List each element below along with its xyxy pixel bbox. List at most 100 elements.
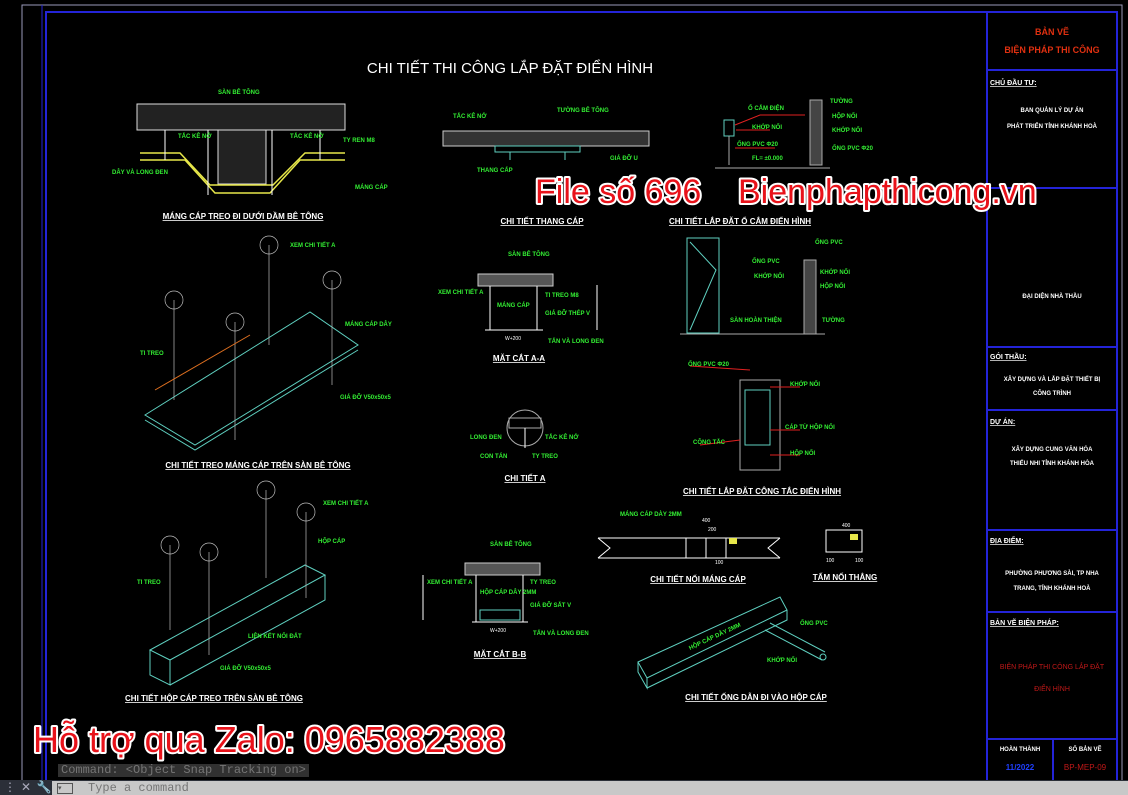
label: KHỚP NỐI <box>790 380 820 388</box>
label: HỘP NỐI <box>820 282 846 290</box>
detail-tray-iso: XEM CHI TIẾT A MÁNG CÁP DÂY TI TREO GIÁ … <box>140 235 392 470</box>
label: TI TREO <box>140 351 164 357</box>
command-history: Command: <Object Snap Tracking on> <box>58 764 309 777</box>
label: XEM CHI TIẾT A <box>323 500 369 507</box>
label: KHỚP NỐI <box>767 656 797 664</box>
owner-label: CHỦ ĐẦU TƯ: <box>990 77 1037 87</box>
label: THANG CẤP <box>477 167 513 174</box>
title-block: BẢN VẼ BIỆN PHÁP THI CÔNG CHỦ ĐẦU TƯ: BA… <box>986 11 1118 795</box>
location-label: ĐỊA ĐIỂM: <box>990 536 1024 545</box>
label: KHỚP NỐI <box>752 123 782 131</box>
label: LONG ĐEN <box>470 435 502 441</box>
label: TY TREO <box>530 580 556 586</box>
label: ỐNG PVC <box>752 258 780 265</box>
wrench-icon[interactable]: 🔧 <box>36 780 52 794</box>
label: GIÁ ĐỠ THÉP V <box>545 309 590 317</box>
project-label: DỰ ÁN: <box>990 417 1015 426</box>
label: TI TREO <box>137 580 161 586</box>
package-line: XÂY DỰNG VÀ LẮP ĐẶT THIẾT BỊ <box>1004 375 1101 383</box>
detail-switch: ỐNG PVC ỐNG PVC KHỚP NỐI KHỚP NỐI HỘP NỐ… <box>680 237 850 496</box>
grip-handle[interactable]: ⋮ <box>4 780 16 794</box>
label: TƯỜNG <box>822 316 845 324</box>
command-line-bar: ⋮ ✕ 🔧 ▾ <box>0 780 1128 795</box>
label: SÀN HOÀN THIỆN <box>730 316 782 324</box>
detail-caption: MẶT CẮT A-A <box>493 354 545 363</box>
label: TẮC KÊ NỞ <box>453 112 487 120</box>
outer-frame <box>21 4 1123 795</box>
label: SÀN BÊ TÔNG <box>508 250 550 258</box>
label: SÀN BÊ TÔNG <box>490 540 532 548</box>
label: GIÁ ĐỠ SẮT V <box>530 601 571 609</box>
detail-caption: CHI TIẾT NỐI MÁNG CÁP <box>650 574 746 584</box>
detail-box-iso: XEM CHI TIẾT A HỘP CÁP TI TREO LIÊN KẾT … <box>125 480 369 703</box>
dimension: 200 <box>708 527 717 533</box>
watermark-site: Bienphapthicong.vn <box>738 173 1037 211</box>
close-icon[interactable]: ✕ <box>20 780 32 794</box>
label: HỘP CÁP <box>318 537 345 545</box>
dimension: W+200 <box>490 628 506 634</box>
detail-caption: CHI TIẾT ỐNG DẪN ĐI VÀO HỘP CÁP <box>685 692 827 702</box>
label: HỘP NỐI <box>790 449 816 457</box>
owner-line: PHÁT TRIỂN TỈNH KHÁNH HOÀ <box>1007 123 1098 130</box>
label: ỐNG PVC <box>815 239 843 246</box>
label: TẤN VÀ LONG ĐEN <box>548 338 604 345</box>
label: ỐNG PVC <box>800 620 828 627</box>
label: CÁP TỪ HỘP NỐI <box>785 423 835 431</box>
label: KHỚP NỐI <box>754 272 784 280</box>
completed-value: 11/2022 <box>1006 763 1035 772</box>
label: ỐNG PVC Φ20 <box>688 361 730 368</box>
detail-conduit-entry: HỘP CÁP DÂY 2MM ỐNG PVC KHỚP NỐI CHI TIẾ… <box>637 596 828 702</box>
label: TƯỜNG BÊ TÔNG <box>557 106 609 114</box>
dimension: 400 <box>702 518 711 524</box>
detail-beam: SÀN BÊ TÔNG TẮC KÊ NỞ TẮC KÊ NỞ TY REN M… <box>112 88 388 221</box>
label: TẮC KÊ NỞ <box>545 433 579 441</box>
label: ỐNG PVC Φ20 <box>832 145 874 152</box>
watermark-zalo: Hỗ trợ qua Zalo: 0965882388 <box>33 719 505 760</box>
detail-caption: CHI TIẾT TREO MÁNG CÁP TRÊN SÀN BÊ TÔNG <box>165 460 350 470</box>
label: Ổ CẮM ĐIỆN <box>748 104 784 112</box>
label: GIÁ ĐỠ V50x50x5 <box>340 394 391 401</box>
dimension: 100 <box>855 558 864 564</box>
label: HỘP NỐI <box>832 112 858 120</box>
label: TẤN VÀ LONG ĐEN <box>533 630 589 637</box>
detail-a: LONG ĐEN TẮC KÊ NỞ CON TÁN TY TREO CHI T… <box>470 409 579 483</box>
dimension: 400 <box>842 523 851 529</box>
label: MÁNG CÁP <box>355 184 388 191</box>
dimension: 100 <box>826 558 835 564</box>
label: XEM CHI TIẾT A <box>438 289 484 296</box>
detail-caption: CHI TIẾT A <box>504 473 545 483</box>
drawing-no-value: BP-MEP-09 <box>1064 763 1107 772</box>
label: TI TREO M8 <box>545 293 579 299</box>
owner-line: BAN QUẢN LÝ DỰ ÁN <box>1021 107 1084 114</box>
label: ỐNG PVC Φ20 <box>737 141 779 148</box>
detail-caption: CHI TIẾT HỘP CÁP TREO TRÊN SÀN BÊ TÔNG <box>125 693 303 703</box>
label: KHỚP NỐI <box>832 126 862 134</box>
package-line: CÔNG TRÌNH <box>1033 389 1071 397</box>
command-input[interactable] <box>52 781 1128 795</box>
dimension: W+200 <box>505 336 521 342</box>
location-line: PHƯỜNG PHƯƠNG SÀI, TP NHA <box>1005 569 1099 577</box>
project-line: XÂY DỰNG CUNG VĂN HÓA <box>1012 445 1094 453</box>
detail-caption: TẤM NỐI THẲNG <box>813 572 877 582</box>
label: TẮC KÊ NỞ <box>178 132 212 140</box>
command-prompt-icon[interactable]: ▾ <box>57 783 73 794</box>
label: TY TREO <box>532 454 558 460</box>
label: TY REN M8 <box>343 138 376 144</box>
label: MÁNG CÁP DÀY 2MM <box>620 511 682 518</box>
location-line: TRANG, TỈNH KHÁNH HOÀ <box>1014 585 1092 592</box>
detail-section-bb: W+200 SÀN BÊ TÔNG XEM CHI TIẾT A TY TREO… <box>422 540 589 659</box>
detail-ladder: TẮC KÊ NỞ TƯỜNG BÊ TÔNG GIÁ ĐỠ U THANG C… <box>442 106 650 226</box>
label: KHỚP NỐI <box>820 268 850 276</box>
detail-splice-plate: 400 100 100 TẤM NỐI THẲNG <box>813 523 877 582</box>
method-drawing-label: BẢN VẼ BIỆN PHÁP: <box>990 618 1059 627</box>
label: DÂY VÀ LONG ĐEN <box>112 169 168 176</box>
drawing-title: CHI TIẾT THI CÔNG LẮP ĐẶT ĐIỂN HÌNH <box>367 59 653 77</box>
completed-label: HOÀN THÀNH <box>1000 746 1040 753</box>
detail-section-aa: W+200 SÀN BÊ TÔNG XEM CHI TIẾT A TI TREO… <box>438 250 604 363</box>
label: HỘP CÁP DÂY 2MM <box>480 588 536 596</box>
label: SÀN BÊ TÔNG <box>218 88 260 96</box>
label: CON TÁN <box>480 453 507 460</box>
watermark-file: File số 696 <box>535 173 701 211</box>
detail-caption: CHI TIẾT LẮP ĐẶT Ổ CẮM ĐIỂN HÌNH <box>669 216 811 226</box>
